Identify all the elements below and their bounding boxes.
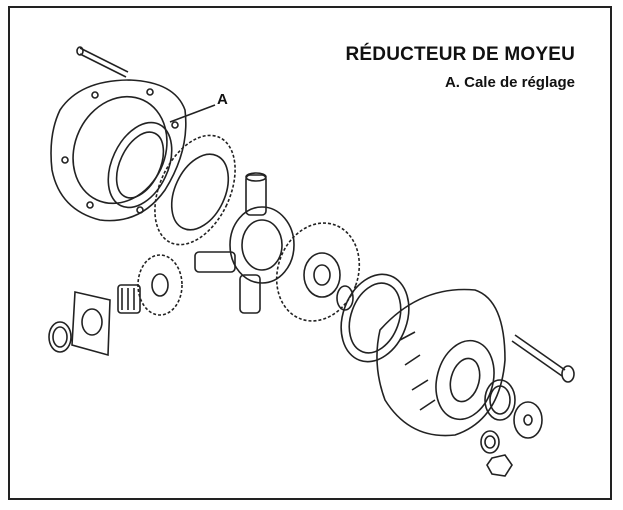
lock-plate <box>71 291 111 357</box>
needle-bearing <box>117 284 141 314</box>
long-bolt <box>511 334 575 383</box>
callout-label-a: A <box>217 91 228 108</box>
seal-ring <box>484 379 516 421</box>
small-washer <box>480 430 500 454</box>
legend-item-a: A. Cale de réglage <box>444 74 575 91</box>
diagram-title: RÉDUCTEUR DE MOYEU <box>345 44 575 65</box>
snap-ring <box>336 285 354 311</box>
housing-cover <box>50 79 187 222</box>
washer-left <box>48 321 72 353</box>
nut <box>486 454 513 477</box>
planet-gear <box>275 222 361 322</box>
adjusting-shim <box>107 104 216 209</box>
bolt-top <box>76 46 129 78</box>
small-gear <box>137 254 183 316</box>
thrust-washer <box>340 273 410 363</box>
hub-housing <box>376 288 506 437</box>
ring-gear <box>154 134 236 246</box>
diagram-frame <box>8 6 612 500</box>
spider-cross <box>194 172 295 314</box>
cap-washer <box>513 401 543 439</box>
